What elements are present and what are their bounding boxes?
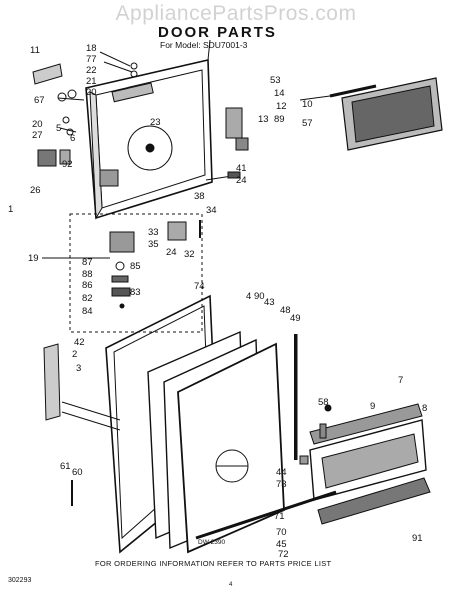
switch-assembly xyxy=(42,213,203,333)
part-label: 19 xyxy=(28,253,39,264)
part-label: 57 xyxy=(302,118,313,129)
part-label: 49 xyxy=(290,313,301,324)
part-label: 4 xyxy=(246,291,252,302)
part-label: 13 xyxy=(258,114,269,125)
part-label: 2 xyxy=(72,349,78,360)
part-label: 48 xyxy=(280,305,291,316)
part-label: 11 xyxy=(30,45,40,56)
part-label: 12 xyxy=(276,101,287,112)
part-label: 21 xyxy=(86,76,97,87)
part-label: 24 xyxy=(236,175,247,186)
part-label: 88 xyxy=(82,269,93,280)
part-label: 33 xyxy=(148,227,159,238)
part-label: 44 xyxy=(276,467,287,478)
latch-parts xyxy=(205,107,249,181)
part-label: 9 xyxy=(370,401,376,412)
part-label: 8 xyxy=(422,403,428,414)
part-label: 82 xyxy=(82,293,93,304)
part-label: 89 xyxy=(274,114,285,125)
part-label: 42 xyxy=(74,337,85,348)
part-label: 83 xyxy=(130,287,141,298)
outer-door-panels xyxy=(105,294,299,554)
part-label: 23 xyxy=(150,117,161,128)
part-label: 32 xyxy=(184,249,195,260)
part-label: 61 xyxy=(60,461,71,472)
part-label: 60 xyxy=(72,467,83,478)
part-label: 20 xyxy=(32,119,43,130)
part-label: 92 xyxy=(62,159,73,170)
part-label: 27 xyxy=(32,130,43,141)
catalog-number: 302293 xyxy=(8,577,32,584)
drawing-code: DW 2390 xyxy=(198,539,226,546)
part-label: 91 xyxy=(412,533,423,544)
part-label: 10 xyxy=(302,99,313,110)
part-label: 87 xyxy=(82,257,93,268)
toe-panel-parts xyxy=(195,403,431,540)
part-label: 58 xyxy=(318,397,329,408)
part-label: 74 xyxy=(194,281,205,292)
part-label: 41 xyxy=(236,163,247,174)
part-label: 45 xyxy=(276,539,287,550)
part-label: 84 xyxy=(82,306,93,317)
part-label: 43 xyxy=(264,297,275,308)
page-number: 4 xyxy=(229,582,233,588)
part-label: 18 xyxy=(86,43,97,54)
part-label: 73 xyxy=(276,479,287,490)
part-label: 24 xyxy=(166,247,177,258)
part-label: 3 xyxy=(76,363,82,374)
part-label: 7 xyxy=(398,375,404,386)
dispenser-parts xyxy=(32,51,138,167)
part-label: 1 xyxy=(8,204,14,215)
part-label: 90 xyxy=(254,291,265,302)
part-label: 70 xyxy=(276,527,287,538)
part-label: 38 xyxy=(194,191,205,202)
part-label: 77 xyxy=(86,54,97,65)
model-line: For Model: SDU7001-3 xyxy=(160,40,248,50)
silverware-basket xyxy=(299,77,443,151)
inner-door-panel xyxy=(85,39,213,220)
part-label: 26 xyxy=(30,185,41,196)
part-label: 53 xyxy=(270,75,281,86)
part-label: 5 xyxy=(56,123,62,134)
part-label: 85 xyxy=(130,261,141,272)
part-label: 86 xyxy=(82,280,93,291)
part-label: 20 xyxy=(86,87,97,98)
part-label: 6 xyxy=(70,133,76,144)
part-label: 67 xyxy=(34,95,45,106)
part-label: 22 xyxy=(86,65,97,76)
part-label: 35 xyxy=(148,239,159,250)
ordering-footer: FOR ORDERING INFORMATION REFER TO PARTS … xyxy=(95,559,332,568)
part-label: 34 xyxy=(206,205,217,216)
part-label: 71 xyxy=(274,511,285,522)
watermark-text: AppliancePartsPros.com xyxy=(115,2,357,25)
side-hinge xyxy=(43,343,121,506)
part-label: 14 xyxy=(274,88,285,99)
part-label: 72 xyxy=(278,549,289,560)
diagram-title: DOOR PARTS xyxy=(158,24,277,41)
